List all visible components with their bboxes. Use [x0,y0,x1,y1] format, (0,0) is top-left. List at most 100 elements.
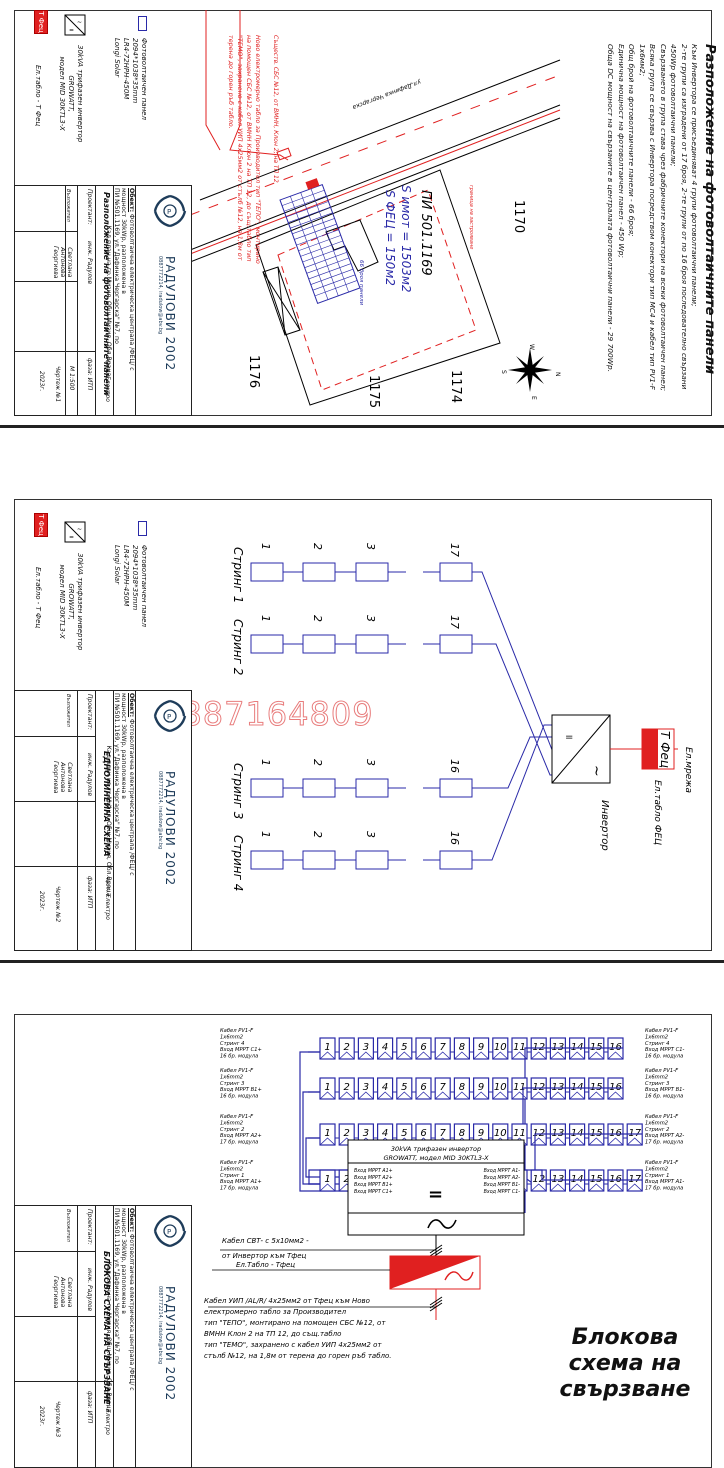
svg-text:16 бр. модула: 16 бр. модула [220,1094,258,1100]
svg-text:Вход MPPT A1-: Вход MPPT A1- [484,1168,521,1174]
company-contact: 0887772214, iradulow@abv.bg [157,256,163,335]
string-2-label: Стринг 2 [231,619,245,675]
phase-label: фаза: ИТП [86,358,93,391]
svg-text:16: 16 [448,831,461,845]
legend-board-icon: Т Фец [34,10,48,34]
svg-text:1: 1 [259,759,272,766]
panel-array [279,178,361,305]
drawing-title: ЕДНОЛИНЕЙНА СХЕМА [102,751,111,857]
compass-icon: N E S W [500,344,561,400]
string-4-label: Стринг 4 [231,835,245,891]
svg-text:10: 10 [494,1042,507,1053]
svg-text:6: 6 [420,1042,426,1053]
legend-inverter-icon: =~ [64,521,86,543]
designer-name: инж. Радулов [86,753,93,797]
svg-text:Вход MPPT A2-: Вход MPPT A2- [645,1133,684,1139]
svg-text:5: 5 [401,1042,407,1053]
sheet-heading: Разположение на фотоволтаичните панели [702,44,717,375]
sheet-divider [0,425,724,428]
phase-label: фаза: ИТП [86,1391,93,1424]
string-1-label: Стринг 1 [231,547,245,603]
svg-text:6: 6 [420,1128,426,1139]
note-line: 1x6мм2; [638,44,647,77]
svg-text:Стринг 3: Стринг 3 [645,1081,669,1087]
svg-text:Вход MPPT A1-: Вход MPPT A1- [645,1179,684,1185]
svg-text:9: 9 [478,1082,484,1093]
svg-text:Стринг 3: Стринг 3 [220,1081,244,1087]
watermark: 0887164809 [160,695,374,734]
svg-text:Вход MPPT C1+: Вход MPPT C1+ [354,1189,393,1195]
tb-col [135,186,136,415]
svg-text:17 бр. модула: 17 бр. модула [645,1140,683,1146]
svg-text:1: 1 [324,1174,330,1185]
inverter-box: 30kVA трифазен инвертор GROWATT, модел M… [347,1139,525,1236]
svg-text:Вход MPPT A1+: Вход MPPT A1+ [354,1168,393,1174]
svg-text:P: P [167,713,171,721]
title-block: P РАДУЛОВИ 2002 0887772214, iradulow@abv… [14,1205,192,1468]
part-label: част: Електро [104,358,111,402]
legend-inverter-icon: =~ [64,14,86,36]
svg-text:10: 10 [494,1128,507,1139]
svg-text:1x6mm2: 1x6mm2 [645,1034,668,1040]
svg-text:1: 1 [259,831,272,838]
designer-name: инж. Радулов [86,241,93,285]
svg-text:Кабел УИП /AL/R/ 4x25мм2 от Тф: Кабел УИП /AL/R/ 4x25мм2 от Тфец към Нов… [204,1297,370,1305]
svg-text:=: = [69,534,74,541]
svg-text:Вход MPPT B1-: Вход MPPT B1- [645,1087,684,1093]
svg-text:S: S [500,370,507,374]
svg-text:Стринг 2: Стринг 2 [220,1127,244,1133]
svg-text:16 бр. модула: 16 бр. модула [220,1054,258,1060]
build-limit-label: граница на застрояване [468,185,474,249]
sheet-divider [0,960,724,963]
svg-text:11: 11 [513,1128,526,1139]
string-4 [250,724,610,870]
board-symbol-text: Т Фец [658,731,672,768]
svg-text:9: 9 [478,1128,484,1139]
legend-panel-icon [138,521,147,536]
svg-text:17: 17 [448,615,461,629]
note-line: Всяка група се свързва с Инвертора посре… [648,44,658,390]
area-pv: S ФЕЦ = 150м2 [383,190,397,286]
svg-text:Стринг 2: Стринг 2 [645,1127,669,1133]
neighbor-1175: 1175 [366,375,381,408]
svg-text:5: 5 [401,1128,407,1139]
neighbor-1170: 1170 [511,200,526,233]
part-label: част: Електро [104,1391,111,1435]
designer-label: Проектант: [86,694,93,730]
svg-text:17 бр. модула: 17 бр. модула [220,1140,258,1146]
svg-text:11: 11 [513,1082,526,1093]
svg-text:Вход MPPT B1+: Вход MPPT B1+ [354,1182,393,1188]
legend-board-icon: Т Фец [34,513,48,537]
svg-text:=: = [428,1184,443,1205]
svg-text:2: 2 [344,1082,350,1093]
tb-col [95,186,96,415]
svg-text:16: 16 [448,759,461,773]
note-line: Единична мощност на фотоволтаичен панел … [617,44,626,258]
part-label: част: Електро [104,876,111,920]
svg-text:~: ~ [77,526,82,533]
svg-text:17 бр. модула: 17 бр. модула [220,1186,258,1192]
svg-text:Вход MPPT A2-: Вход MPPT A2- [484,1175,521,1181]
executor-label: Възложител [65,694,71,727]
legend-board-text: Ел.табло - Т Фец [34,65,42,127]
svg-text:3: 3 [364,831,377,838]
note-line: Към Инвертора се присъединяват 4 групи ф… [690,44,700,307]
company-contact: 0887772214, iradulow@abv.bg [157,1286,163,1365]
svg-text:Вход MPPT B1-: Вход MPPT B1- [484,1182,521,1188]
year-label: 2023г. [38,371,45,392]
executor-label: Възложител [65,1209,71,1242]
svg-text:1x6mm2: 1x6mm2 [645,1166,668,1172]
svg-text:1x6mm2: 1x6mm2 [220,1034,243,1040]
executor-label: Възложител [65,189,71,222]
svg-text:3: 3 [363,1082,369,1093]
svg-text:4: 4 [382,1082,388,1093]
title-block: P РАДУЛОВИ 2002 0887772214, iradulow@abv… [14,185,192,416]
svg-text:1x6mm2: 1x6mm2 [220,1120,243,1126]
area-property: S имот = 1503м2 [399,185,413,293]
